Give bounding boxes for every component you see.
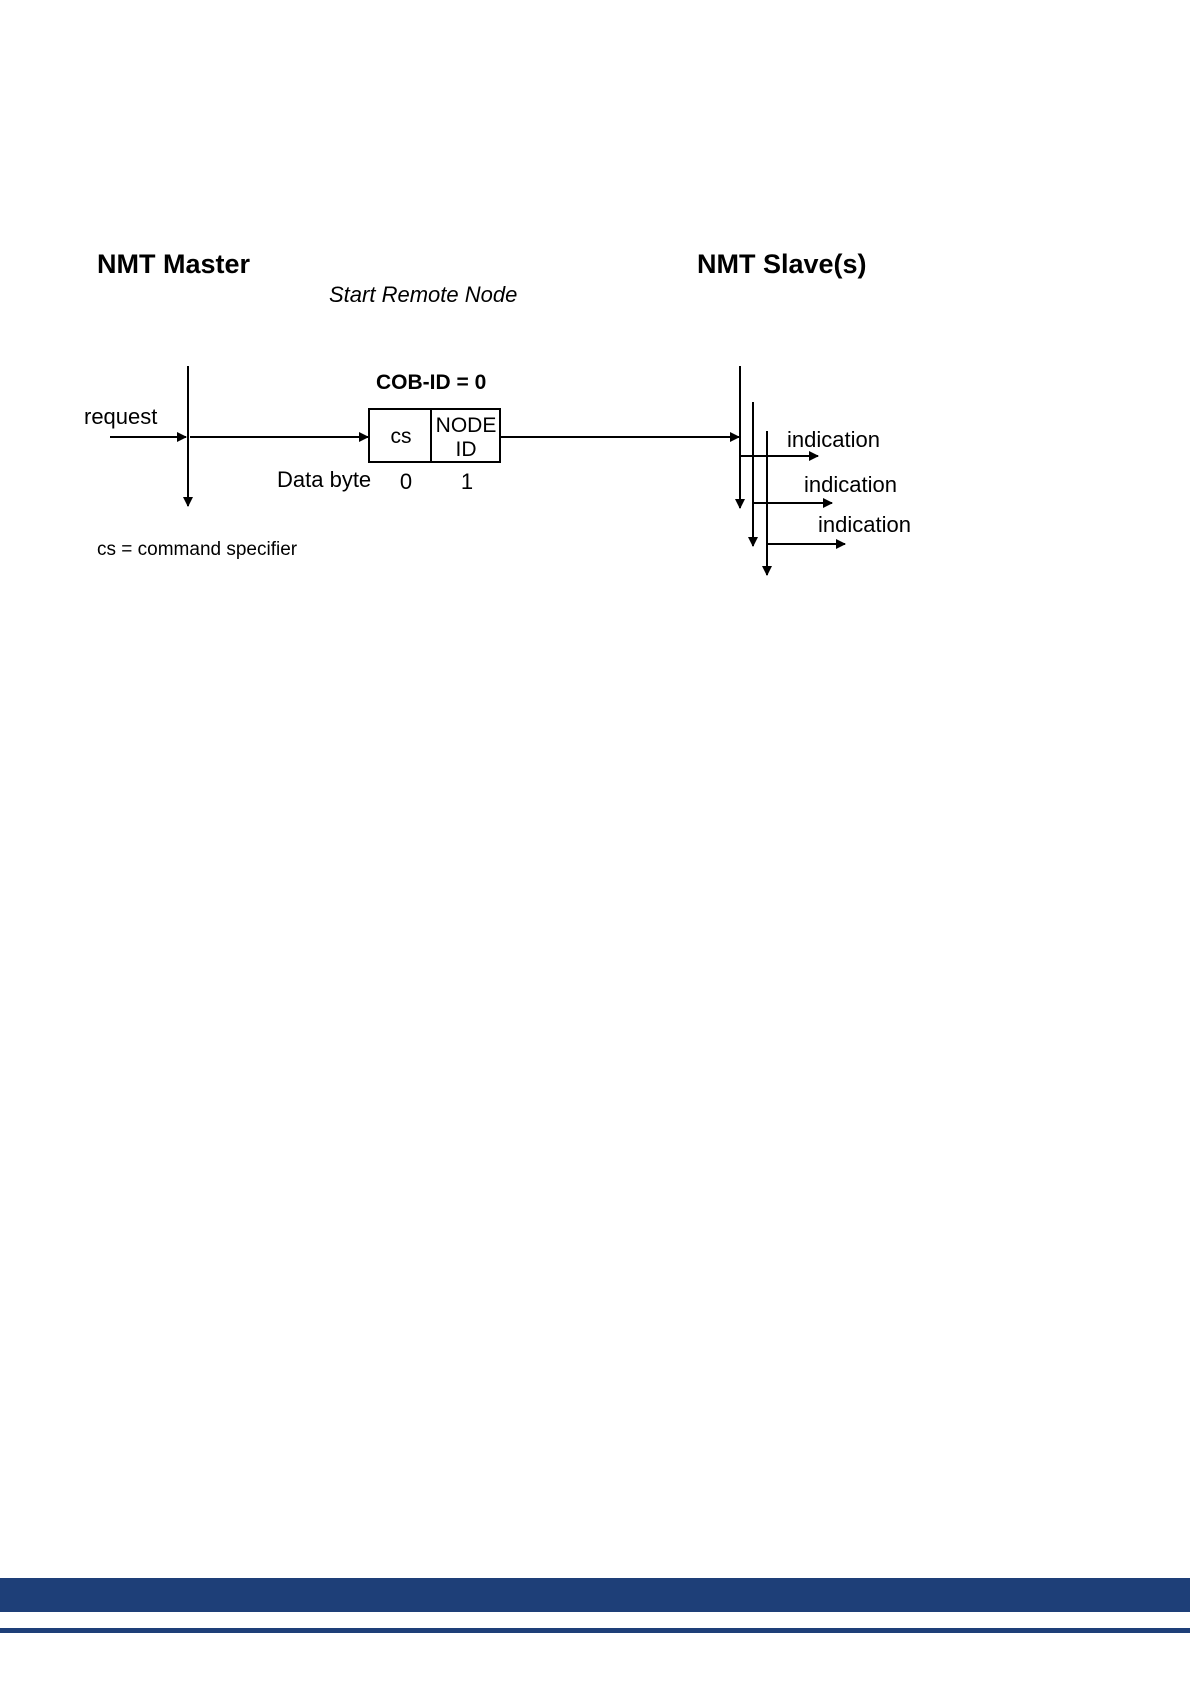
footer-bar: [0, 1578, 1190, 1612]
node-id-field-label-line2: ID: [456, 438, 477, 461]
byte0-index: 0: [400, 469, 412, 494]
byte1-index: 1: [461, 469, 473, 494]
indication-label-1: indication: [787, 427, 880, 452]
cob-id-label: COB-ID = 0: [376, 371, 486, 394]
footer-line: [0, 1628, 1190, 1633]
nmt-slave-title: NMT Slave(s): [697, 249, 867, 279]
request-label: request: [84, 404, 157, 429]
data-byte-label: Data byte: [277, 467, 371, 492]
nmt-master-title: NMT Master: [97, 249, 251, 279]
indication-label-2: indication: [804, 472, 897, 497]
indication-label-3: indication: [818, 512, 911, 537]
cs-legend: cs = command specifier: [97, 539, 298, 560]
service-title: Start Remote Node: [329, 282, 517, 307]
node-id-field-label-line1: NODE: [436, 414, 497, 437]
cs-field-label: cs: [391, 425, 412, 448]
nmt-start-remote-node-diagram: NMT Master NMT Slave(s) Start Remote Nod…: [0, 0, 1190, 640]
